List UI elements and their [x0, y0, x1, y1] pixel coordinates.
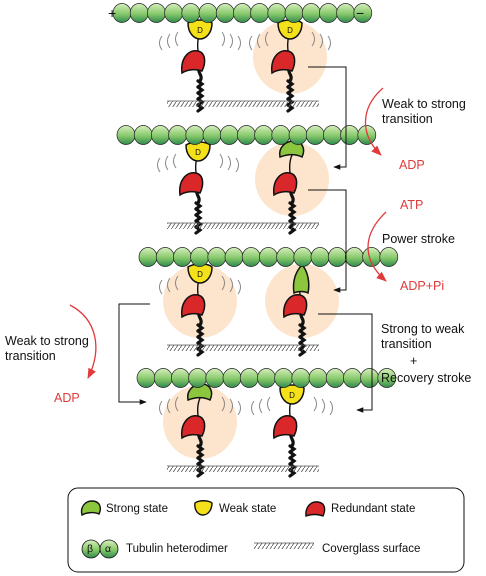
redundant-head [273, 414, 298, 440]
legend-beta-label: β [87, 543, 94, 555]
step-connectors [118, 66, 373, 413]
head-d-label: D [197, 270, 203, 279]
legend-weak-swatch [194, 500, 213, 516]
redundant-head [181, 293, 206, 319]
legend-alpha-label: α [105, 543, 112, 555]
microtubule [116, 125, 377, 145]
head-d-label: D [289, 391, 295, 400]
minus-end-label: − [356, 5, 365, 21]
dynein-row-3: D [138, 247, 399, 357]
head-d-label: D [195, 148, 201, 157]
legend-coverglass-swatch [254, 542, 314, 549]
step2-label: Power stroke [382, 232, 455, 246]
coverglass-surface [167, 465, 319, 472]
connector-step-2 [308, 189, 347, 293]
legend-box [67, 487, 465, 573]
weak-head [187, 19, 213, 40]
red-arrow-step-4 [69, 304, 97, 379]
step3-plus-label: + [410, 354, 418, 368]
legend-redundant-swatch [305, 501, 326, 517]
head-d-label: D [197, 26, 203, 35]
redundant-head [181, 414, 206, 440]
step1-adp-label: ADP [399, 158, 425, 172]
red-arrow-step-1 [364, 87, 384, 156]
step3-label: Strong to weak transition [381, 322, 465, 351]
head-d-label: D [287, 26, 293, 35]
step4-label: Weak to strong transition [5, 334, 89, 363]
weak-head [279, 384, 305, 405]
redundant-head [283, 293, 308, 319]
coverglass-surface [167, 344, 319, 351]
legend-coverglass-label: Coverglass surface [322, 543, 421, 555]
legend-strong-label: Strong state [106, 503, 169, 515]
microtubule [136, 368, 397, 388]
connector-step-4 [118, 303, 150, 405]
legend-weak-label: Weak state [219, 503, 277, 515]
step4-adp-label: ADP [54, 391, 80, 405]
legend-redundant-label: Redundant state [331, 503, 416, 515]
red-arrow-step-2 [367, 211, 387, 282]
redundant-head [273, 171, 298, 197]
microtubule [112, 3, 373, 23]
step3-recovery-label: Recovery stroke [381, 371, 472, 385]
dynein-row-4: D [136, 368, 397, 478]
step2-atp-label: ATP [400, 198, 424, 212]
microtubule [138, 247, 399, 267]
red-arrows [69, 87, 387, 379]
legend-tubulin-swatch [81, 539, 119, 559]
strong-head [292, 263, 310, 295]
connector-step-3 [318, 313, 373, 413]
dynein-row-2: D [116, 125, 377, 235]
redundant-head [181, 49, 206, 75]
legend-strong-swatch [80, 500, 101, 517]
coverglass-surface [167, 100, 319, 107]
step1-label: Weak to strong transition [382, 97, 466, 126]
strong-head [278, 140, 305, 159]
step2-adppi-label: ADP+Pi [400, 279, 445, 293]
coverglass-surface [167, 222, 319, 229]
plus-end-label: + [108, 5, 117, 21]
connector-step-1 [308, 66, 347, 170]
redundant-head [271, 49, 296, 75]
strong-head [186, 383, 213, 402]
redundant-head [179, 171, 204, 197]
legend-tubulin-label: Tubulin heterodimer [126, 543, 228, 555]
